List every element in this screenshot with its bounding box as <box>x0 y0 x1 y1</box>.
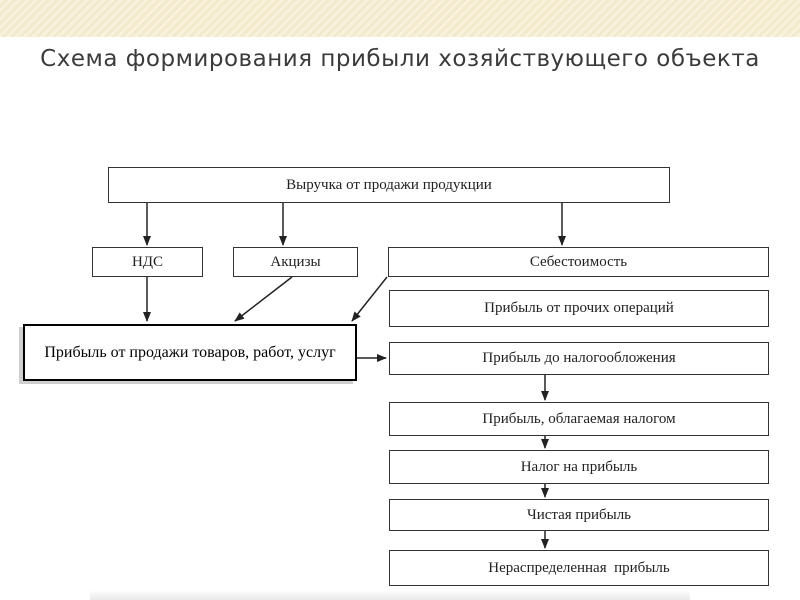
excise-box: Акцизы <box>233 247 358 277</box>
profit-tax-box: Налог на прибыль <box>389 450 769 484</box>
footer-fade <box>90 590 690 600</box>
arrow-excise-to-sales-profit <box>234 276 293 322</box>
retained-earnings-box: Нераспределенная прибыль <box>389 550 769 586</box>
title-area <box>0 37 800 112</box>
revenue-box: Выручка от продажи продукции <box>108 167 670 203</box>
profit-sales-box: Прибыль от продажи товаров, работ, услуг <box>23 324 357 381</box>
profit-taxable-box: Прибыль, облагаемая налогом <box>389 402 769 436</box>
page-title: Схема формирования прибыли хозяйствующег… <box>40 46 760 72</box>
profit-other-box: Прибыль от прочих операций <box>389 290 769 327</box>
net-profit-box: Чистая прибыль <box>389 499 769 531</box>
vat-box: НДС <box>92 247 203 277</box>
profit-pretax-box: Прибыль до налогообложения <box>389 342 769 375</box>
cost-box: Себестоимость <box>388 247 769 277</box>
arrow-cost-to-sales-profit <box>351 276 388 322</box>
